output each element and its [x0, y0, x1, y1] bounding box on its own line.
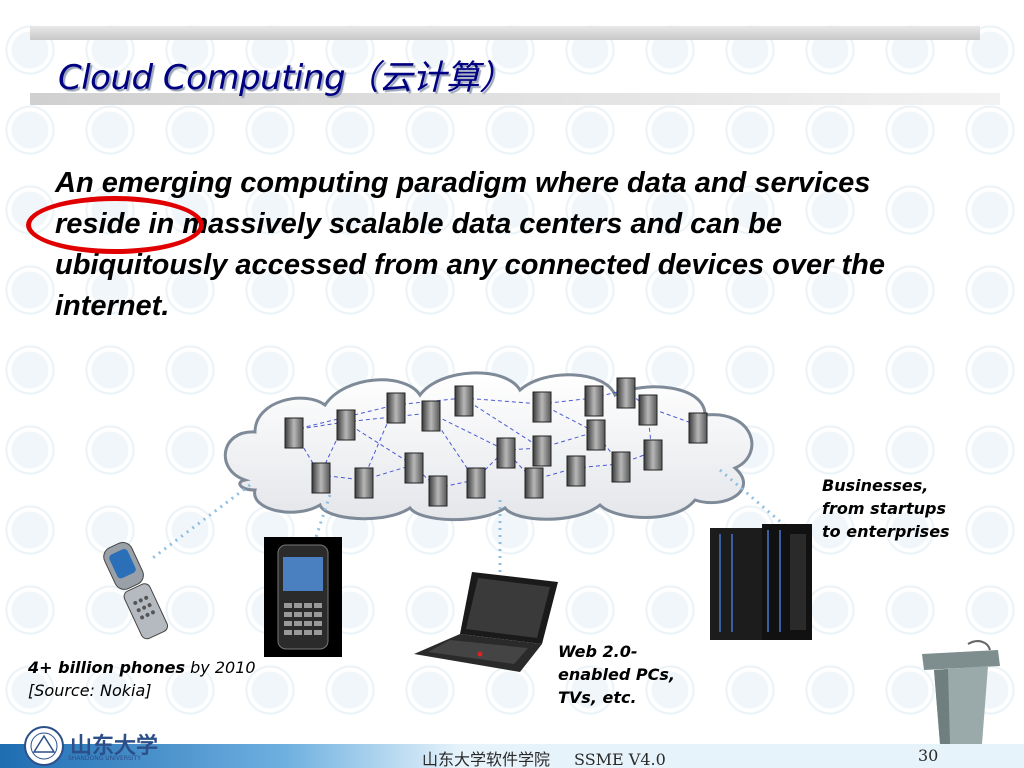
header-decoration-bar — [30, 26, 980, 40]
title-underline-bar — [30, 93, 1000, 105]
footer-school: 山东大学软件学院 — [422, 750, 551, 768]
phones-caption-rest: by 2010 [Source: Nokia] — [28, 658, 256, 700]
flip-phone-icon — [103, 541, 169, 640]
laptop-icon — [414, 572, 558, 672]
footer-bar — [0, 744, 1024, 768]
mainframe-icon — [710, 524, 812, 640]
smartphone-icon — [264, 537, 342, 657]
slide-title: Cloud Computing（云计算） — [58, 58, 513, 98]
footer-course: SSME V4.0 — [574, 750, 666, 768]
university-seal-icon — [24, 726, 64, 766]
university-logo-subtext: SHANDONG UNIVERSITY — [68, 755, 141, 762]
highlight-circle — [26, 196, 204, 254]
cloud-icon — [223, 371, 754, 522]
businesses-caption: Businesses, from startups to enterprises — [822, 476, 950, 541]
phones-caption: 4+ billion phones by 2010 [Source: Nokia… — [28, 656, 268, 702]
footer-label: 山东大学软件学院 SSME V4.0 — [422, 746, 666, 768]
phones-caption-bold: 4+ billion phones — [28, 658, 186, 677]
podium-icon — [922, 640, 1000, 744]
page-number: 30 — [918, 746, 939, 765]
web-devices-caption: Web 2.0-enabled PCs, TVs, etc. — [558, 642, 675, 707]
university-logo-text: 山东大学 — [70, 733, 159, 759]
